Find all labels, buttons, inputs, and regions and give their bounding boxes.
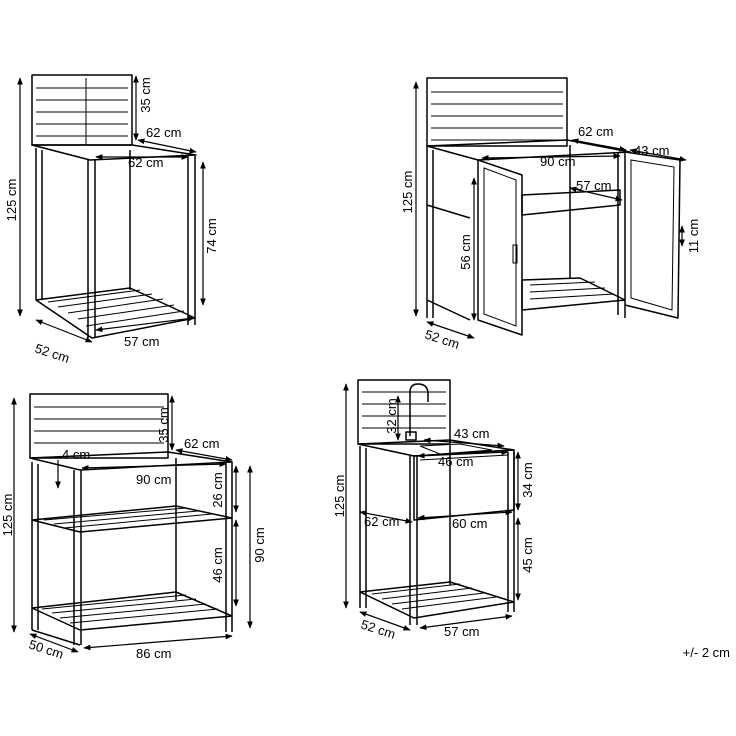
unit-top-left-dimensions (17, 75, 206, 343)
br-depth-base: 52 cm (359, 617, 397, 642)
tl-depth-base: 52 cm (33, 341, 71, 366)
tl-backrest-height: 35 cm (138, 77, 153, 112)
unit-top-right: 125 cm 62 cm 43 cm 90 cm 57 cm 56 cm 11 … (400, 77, 701, 352)
unit-bottom-left-drawing (29, 393, 233, 646)
br-leg-height: 45 cm (520, 537, 535, 572)
br-basin-depth: 43 cm (454, 426, 489, 441)
bl-height-total: 125 cm (0, 494, 15, 537)
tr-width-top: 90 cm (540, 154, 575, 169)
tl-leg-height: 74 cm (204, 218, 219, 253)
tolerance-note: +/- 2 cm (682, 645, 730, 660)
unit-bottom-right-drawing (357, 379, 515, 625)
br-width-base: 57 cm (444, 624, 479, 639)
bl-counter-height: 90 cm (252, 527, 267, 562)
tr-door-height: 56 cm (458, 234, 473, 269)
bl-width-base: 86 cm (136, 646, 171, 661)
unit-bottom-left-dimensions (11, 395, 253, 653)
unit-bottom-right-dimensions (343, 383, 521, 631)
br-backrest-height: 32 cm (384, 398, 399, 433)
bl-width-top: 90 cm (136, 472, 171, 487)
br-height-total: 125 cm (332, 475, 347, 518)
unit-bottom-left: 125 cm 35 cm 62 cm 4 cm 90 cm 26 cm 90 c… (0, 393, 267, 662)
tr-height-total: 125 cm (400, 171, 415, 214)
unit-bottom-right: 125 cm 32 cm 43 cm 46 cm 34 cm 62 cm 60 … (332, 379, 535, 642)
tr-depth-top: 62 cm (578, 124, 613, 139)
tl-width-top: 62 cm (128, 155, 163, 170)
br-depth-top: 62 cm (364, 514, 399, 529)
tl-depth-top: 62 cm (146, 125, 181, 140)
bl-depth-top: 62 cm (184, 436, 219, 451)
unit-top-left: 125 cm 35 cm 62 cm 62 cm 74 cm 52 cm 57 … (4, 74, 219, 366)
bl-backrest-height: 35 cm (156, 407, 171, 442)
bl-lower-gap: 46 cm (210, 547, 225, 582)
bl-upper-gap: 26 cm (210, 472, 225, 507)
tr-side-depth: 43 cm (634, 143, 669, 158)
br-basin-height: 34 cm (520, 462, 535, 497)
br-width-top: 60 cm (452, 516, 487, 531)
tl-width-base: 57 cm (124, 334, 159, 349)
unit-top-right-drawing (426, 77, 681, 336)
tr-gap: 11 cm (686, 219, 701, 253)
bl-depth-base: 50 cm (27, 637, 65, 662)
tl-height-total: 125 cm (4, 179, 19, 222)
tr-depth-base: 52 cm (423, 327, 461, 352)
tr-inner-depth: 57 cm (576, 178, 611, 193)
bl-lip: 4 cm (62, 447, 90, 462)
unit-top-left-drawing (31, 74, 197, 339)
unit-top-right-dimensions (413, 81, 687, 339)
br-basin-width: 46 cm (438, 454, 473, 469)
